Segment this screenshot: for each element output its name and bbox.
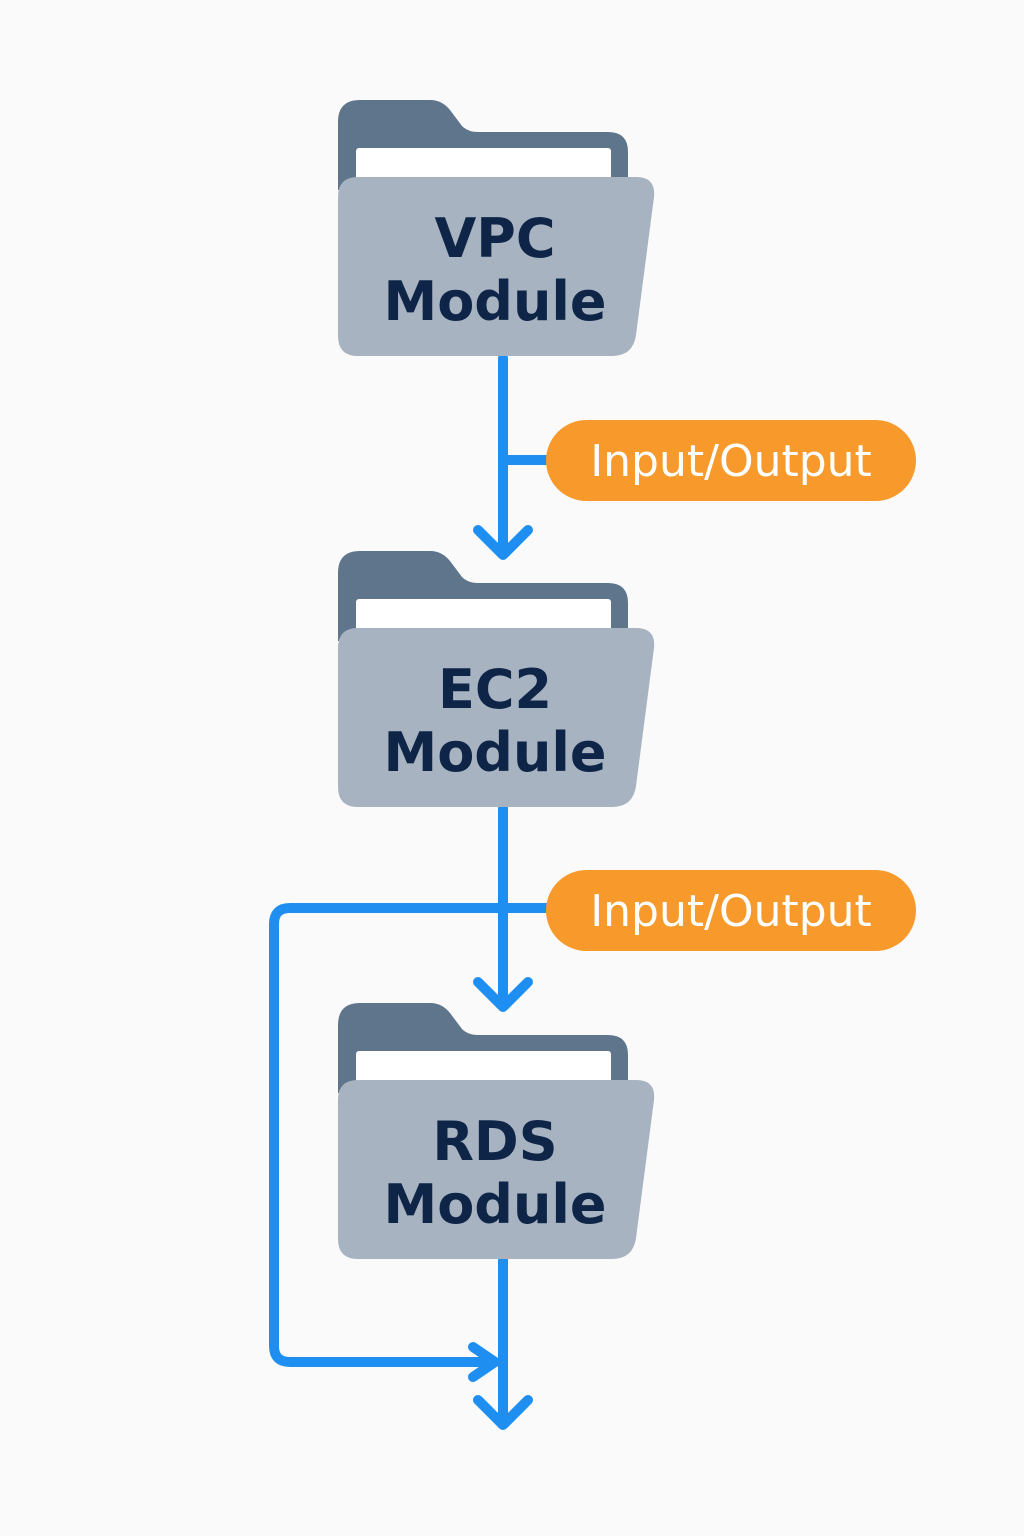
- connectors: [269, 353, 553, 1430]
- module-rds: RDS Module: [338, 1003, 655, 1259]
- module-rds-name: RDS: [432, 1110, 557, 1173]
- arrowhead-vpc-to-ec2: [473, 525, 533, 560]
- module-ec2-name: EC2: [438, 658, 552, 721]
- module-vpc-name: VPC: [435, 207, 556, 270]
- folder-icon: [338, 551, 655, 807]
- module-vpc: VPC Module: [338, 100, 655, 356]
- arrowhead-ec2-to-rds: [473, 977, 533, 1012]
- module-ec2-suffix: Module: [383, 721, 606, 784]
- arrowhead-rds-output: [473, 1395, 533, 1430]
- edge-label-1: Input/Output: [546, 420, 916, 501]
- arrowhead-bypass: [468, 1342, 500, 1382]
- edge-label-1-text: Input/Output: [590, 436, 872, 487]
- folder-icon: [338, 100, 655, 356]
- edge-label-2-text: Input/Output: [590, 886, 872, 937]
- folder-icon: [338, 1003, 655, 1259]
- module-ec2: EC2 Module: [338, 551, 655, 807]
- edge-label-2: Input/Output: [546, 870, 916, 951]
- module-rds-suffix: Module: [383, 1173, 606, 1236]
- connector-bypass: [269, 903, 553, 1367]
- module-vpc-suffix: Module: [383, 270, 606, 333]
